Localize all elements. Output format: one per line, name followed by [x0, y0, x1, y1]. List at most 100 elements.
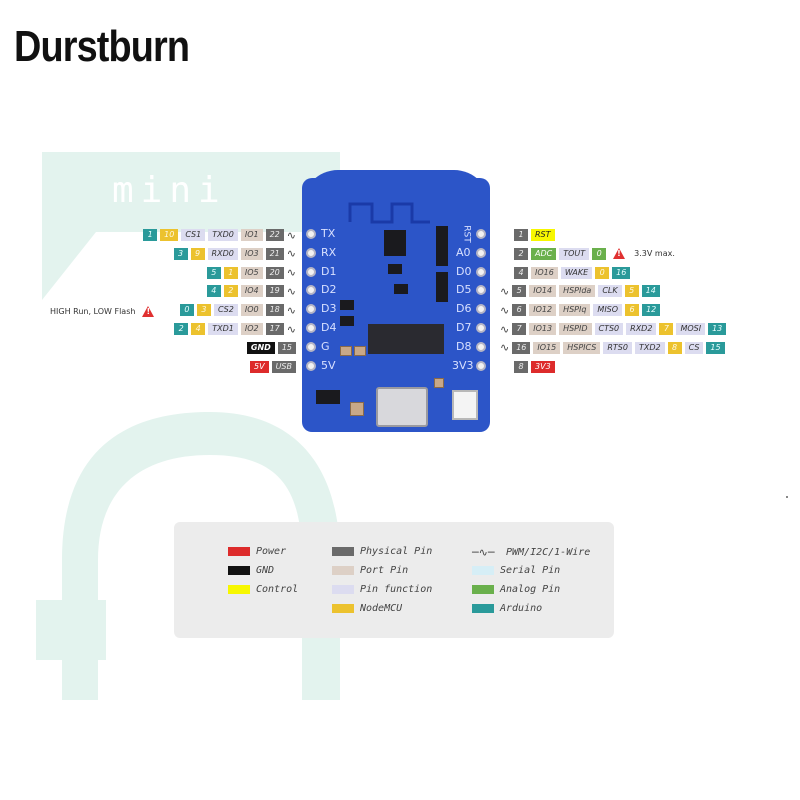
micro-usb-connector[interactable] — [376, 387, 428, 427]
pin-function-tag: WAKE — [560, 266, 593, 279]
nodemcu-pin-tag: 1 — [223, 266, 238, 279]
port-pin-tag: IO3 — [240, 247, 263, 260]
arduino-pin-tag: 4 — [206, 285, 221, 298]
legend-label: Analog Pin — [500, 584, 561, 595]
port-pin-tag: IO2 — [240, 323, 263, 335]
legend-swatch — [332, 604, 354, 613]
arduino-pin-tag: 5 — [206, 266, 221, 279]
nodemcu-pin-tag: 7 — [659, 323, 674, 335]
header-pin — [476, 341, 486, 352]
nodemcu-pin-tag: 0 — [595, 266, 610, 279]
pwm-wave-icon: ∿ — [286, 228, 296, 242]
board-pin-label: D4 — [321, 321, 337, 334]
physical-pin-tag: 17 — [265, 323, 284, 335]
voltage-note: 3.3V max. — [634, 249, 675, 259]
legend-item: Port Pin — [332, 565, 408, 576]
reset-button[interactable] — [452, 390, 478, 420]
capacitor — [350, 402, 364, 416]
board-pin-label: D3 — [321, 302, 337, 316]
header-pin — [476, 360, 486, 371]
analog-value-tag: 0 — [592, 247, 607, 260]
legend-item: Pin function — [332, 584, 432, 595]
physical-pin-tag: 18 — [265, 304, 284, 317]
board-pin-label: D8 — [456, 339, 472, 353]
capacitor — [354, 346, 366, 356]
legend-swatch — [228, 585, 250, 594]
board-pin-label: RX — [321, 245, 337, 259]
header-pin — [306, 323, 316, 333]
mini-word: mini — [112, 170, 227, 211]
pwm-wave-icon: ∿ — [500, 284, 510, 298]
arduino-pin-tag: 14 — [641, 285, 660, 298]
header-pin — [476, 304, 486, 315]
board-pin-label: G — [321, 339, 330, 353]
header-pin — [306, 341, 316, 352]
header-pin — [476, 285, 486, 296]
pin-function-tag: TXD1 — [208, 323, 238, 335]
port-pin-tag: IO0 — [240, 304, 263, 317]
physical-pin-tag: 20 — [265, 266, 284, 279]
header-pin — [476, 229, 486, 239]
header-pin — [306, 247, 316, 258]
header-pin — [476, 247, 486, 258]
power-tag: 3V3 — [531, 360, 555, 373]
port-pin-tag: IO16 — [531, 266, 558, 279]
pin-function-tag: RXD0 — [207, 247, 238, 260]
capacitor — [434, 378, 444, 388]
esp8266-chip — [368, 324, 444, 354]
physical-pin-tag: 22 — [265, 229, 284, 241]
legend-swatch — [228, 547, 250, 556]
pwm-wave-icon: ∿ — [286, 303, 296, 317]
board-pin-label: D1 — [321, 264, 337, 278]
port-pin-tag: IO4 — [240, 285, 263, 298]
nodemcu-pin-tag: 3 — [196, 304, 211, 317]
board-pin-label: RST — [461, 225, 472, 243]
right-pin-row-a0: 2ADCTOUT03.3V max. — [500, 247, 675, 260]
control-tag: RST — [531, 229, 555, 241]
board-pin-label: D5 — [456, 283, 472, 297]
physical-pin-tag: 7 — [512, 323, 527, 335]
pin-function-tag: CS — [684, 341, 704, 354]
board-pin-label: 5V — [321, 358, 336, 372]
board-pin-label: D0 — [456, 264, 472, 278]
legend-item: Physical Pin — [332, 546, 432, 557]
legend-item: Power — [228, 546, 286, 557]
smd-component — [394, 284, 408, 294]
hspi-tag: HSPIq — [559, 304, 591, 317]
legend-item: Serial Pin — [472, 565, 560, 576]
port-pin-tag: IO5 — [240, 266, 263, 279]
hspi-tag: HSPICS — [563, 341, 601, 354]
gnd-tag: GND — [246, 341, 275, 354]
pin-function-tag: TOUT — [559, 247, 590, 260]
legend-item: NodeMCU — [332, 603, 402, 614]
legend-label: Physical Pin — [360, 546, 433, 557]
arduino-pin-tag: 0 — [179, 304, 194, 317]
pin-function-tag: TXD2 — [634, 341, 665, 354]
legend-label: Serial Pin — [500, 565, 561, 576]
legend-swatch — [332, 547, 354, 556]
transistor — [316, 390, 340, 404]
physical-pin-tag: 4 — [514, 266, 528, 279]
speck — [786, 496, 788, 498]
arduino-pin-tag: 12 — [642, 304, 661, 317]
board-pin-label: D6 — [456, 302, 472, 316]
nodemcu-pin-tag: 6 — [625, 304, 640, 317]
regulator-chip — [384, 230, 406, 256]
nodemcu-pin-tag: 4 — [191, 323, 206, 335]
pwm-wave-icon: ∿ — [286, 266, 296, 280]
pin-function-tag: MISO — [593, 304, 623, 317]
legend-item: GND — [228, 565, 274, 576]
power-tag: 5V — [250, 360, 269, 373]
smd-component — [340, 300, 354, 310]
physical-pin-tag: 1 — [514, 229, 528, 241]
legend-item: Arduino — [472, 603, 542, 614]
